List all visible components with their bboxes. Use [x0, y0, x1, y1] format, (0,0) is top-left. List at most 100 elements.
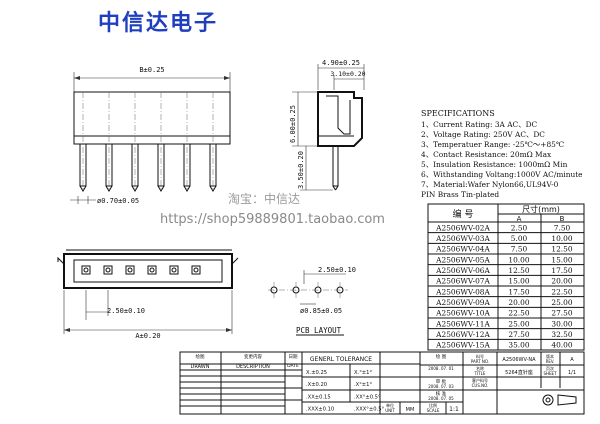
table-cell-code: A2506WV-04A [435, 245, 490, 254]
front-view: B±0.25 ø0.70±0.05 [70, 66, 231, 205]
table-cell-a: 35.00 [508, 341, 529, 350]
spec-item: 1、Current Rating: 3A AC、DC [421, 120, 538, 129]
spec-item: 5、Insulation Resistance: 1000mΩ Min [421, 160, 568, 169]
table-header-size: 尺寸(mm) [522, 204, 560, 214]
table-cell-a: 22.50 [508, 309, 529, 318]
specifications: SPECIFICATIONS 1、Current Rating: 3A AC、D… [421, 109, 583, 199]
brand-title: 中信达电子 [98, 10, 218, 36]
front-pin [131, 92, 139, 192]
table-cell-b: 20.00 [551, 277, 572, 286]
tb-unit-value: MM [406, 407, 415, 413]
pcb-hole [292, 282, 300, 298]
spec-item: 4、Contact Resistance: 20mΩ Max [421, 150, 552, 159]
dim-pcb-pitch: 2.50±0.10 [318, 266, 356, 274]
spec-item: 2、Voltage Rating: 250V AC、DC [421, 130, 545, 139]
tolerance-left: .X±0.20 [306, 382, 327, 388]
table-cell-a: 17.50 [508, 287, 529, 296]
bottom-pin [169, 265, 179, 275]
table-cell-code: A2506WV-08A [435, 287, 490, 296]
tb-sheet-val: 1/1 [568, 370, 576, 376]
pcb-hole [336, 282, 344, 298]
front-pin [157, 92, 165, 192]
table-cell-code: A2506WV-15A [435, 341, 490, 350]
table-row: A2506WV-11A 25.00 30.00 [428, 317, 584, 328]
table-cell-b: 32.50 [551, 330, 572, 339]
tb-sheet-cn: 页次 [546, 365, 554, 371]
bottom-pin [191, 265, 201, 275]
table-cell-b: 7.50 [554, 223, 571, 232]
tb-title-val: 5264直针座 [505, 369, 533, 376]
front-pin [209, 92, 217, 192]
dim-pin-length: 3.50±0.20 [297, 151, 305, 189]
tolerance-right: .XXX°±0.5° [354, 407, 385, 413]
table-cell-code: A2506WV-09A [435, 298, 490, 307]
table-row: A2506WV-15A 35.00 40.00 [428, 338, 584, 350]
table-cell-a: 10.00 [508, 255, 529, 264]
side-view: 4.90±0.25 3.10±0.20 6.00±0.25 3.50±0.20 [289, 59, 366, 191]
table-cell-b: 10.00 [551, 234, 572, 243]
front-pin [183, 92, 191, 192]
table-cell-a: 7.50 [511, 245, 528, 254]
tb-sheet-en: SHEET [543, 371, 557, 376]
table-cell-code: A2506WV-11A [435, 319, 490, 328]
tb-unit-en: UNIT [385, 408, 395, 413]
title-block: 绘图 DRAWN 变更内容 DESCRIPTION 日期 DATE GENERL… [179, 351, 585, 415]
table-cell-b: 27.50 [551, 309, 572, 318]
table-cell-a: 27.50 [508, 330, 529, 339]
tb-rev-en: REV. [546, 359, 555, 364]
table-cell-a: 2.50 [511, 223, 528, 232]
pcb-layout: 2.50±0.10 ø0.85±0.05 PCB LAYOUT [268, 266, 356, 336]
table-cell-a: 15.00 [508, 277, 529, 286]
tb-approve-date: 2008. 07. 05 [428, 396, 454, 401]
table-cell-a: 5.00 [511, 234, 528, 243]
table-cell-b: 40.00 [551, 341, 572, 350]
tb-desc-en: DESCRIPTION [236, 364, 270, 370]
tolerance-right: .X°±1° [354, 382, 372, 388]
tb-scale-cn: 比例 [429, 402, 437, 408]
tb-cust-cn: 客户料号 [472, 377, 488, 383]
table-row: A2506WV-12A 27.50 32.50 [428, 328, 584, 339]
table-cell-code: A2506WV-12A [435, 330, 490, 339]
dim-side-width: 4.90±0.25 [322, 59, 360, 67]
tb-check-cn: 审 批 [436, 378, 447, 385]
tb-rev-val: A [570, 357, 574, 363]
watermark-url: https://shop59889801.taobao.com [160, 212, 385, 227]
tb-scale-val: 1:1 [449, 406, 459, 413]
table-cell-a: 25.00 [508, 319, 529, 328]
table-row: A2506WV-08A 17.50 22.50 [428, 285, 584, 296]
table-cell-b: 22.50 [551, 287, 572, 296]
spec-item: PIN Brass Tin-plated [421, 190, 499, 199]
table-cell-b: 25.00 [551, 298, 572, 307]
table-header-a: A [517, 215, 522, 223]
dim-pin-diameter: ø0.70±0.05 [97, 197, 139, 205]
table-cell-code: A2506WV-03A [435, 234, 490, 243]
tb-cust-en: CUS.NO. [472, 383, 489, 388]
spec-item: 3、Temperatuer Range: -25℃～+85℃ [421, 140, 564, 149]
pcb-layout-label: PCB LAYOUT [296, 326, 342, 335]
tb-partno-en: PART NO. [471, 359, 489, 364]
tb-approve-cn: 核 准 [436, 390, 447, 397]
tb-title-cn: 名称 [476, 365, 484, 371]
bottom-pin [147, 265, 157, 275]
table-cell-a: 20.00 [508, 298, 529, 307]
table-cell-code: A2506WV-05A [435, 255, 490, 264]
tb-rev-cn: 版本 [546, 353, 554, 359]
pcb-hole [314, 282, 322, 298]
table-cell-b: 30.00 [551, 319, 572, 328]
tolerance-left: X.±0.25 [306, 370, 327, 376]
bottom-pin [125, 265, 135, 275]
bottom-pin [103, 265, 113, 275]
table-cell-b: 17.50 [551, 266, 572, 275]
tb-partno-val: A2506WV-NA [502, 357, 536, 363]
table-header-b: B [560, 215, 565, 223]
tolerance-left: .XXX±0.10 [306, 407, 334, 413]
tolerance-left: .XX±0.15 [306, 394, 331, 400]
